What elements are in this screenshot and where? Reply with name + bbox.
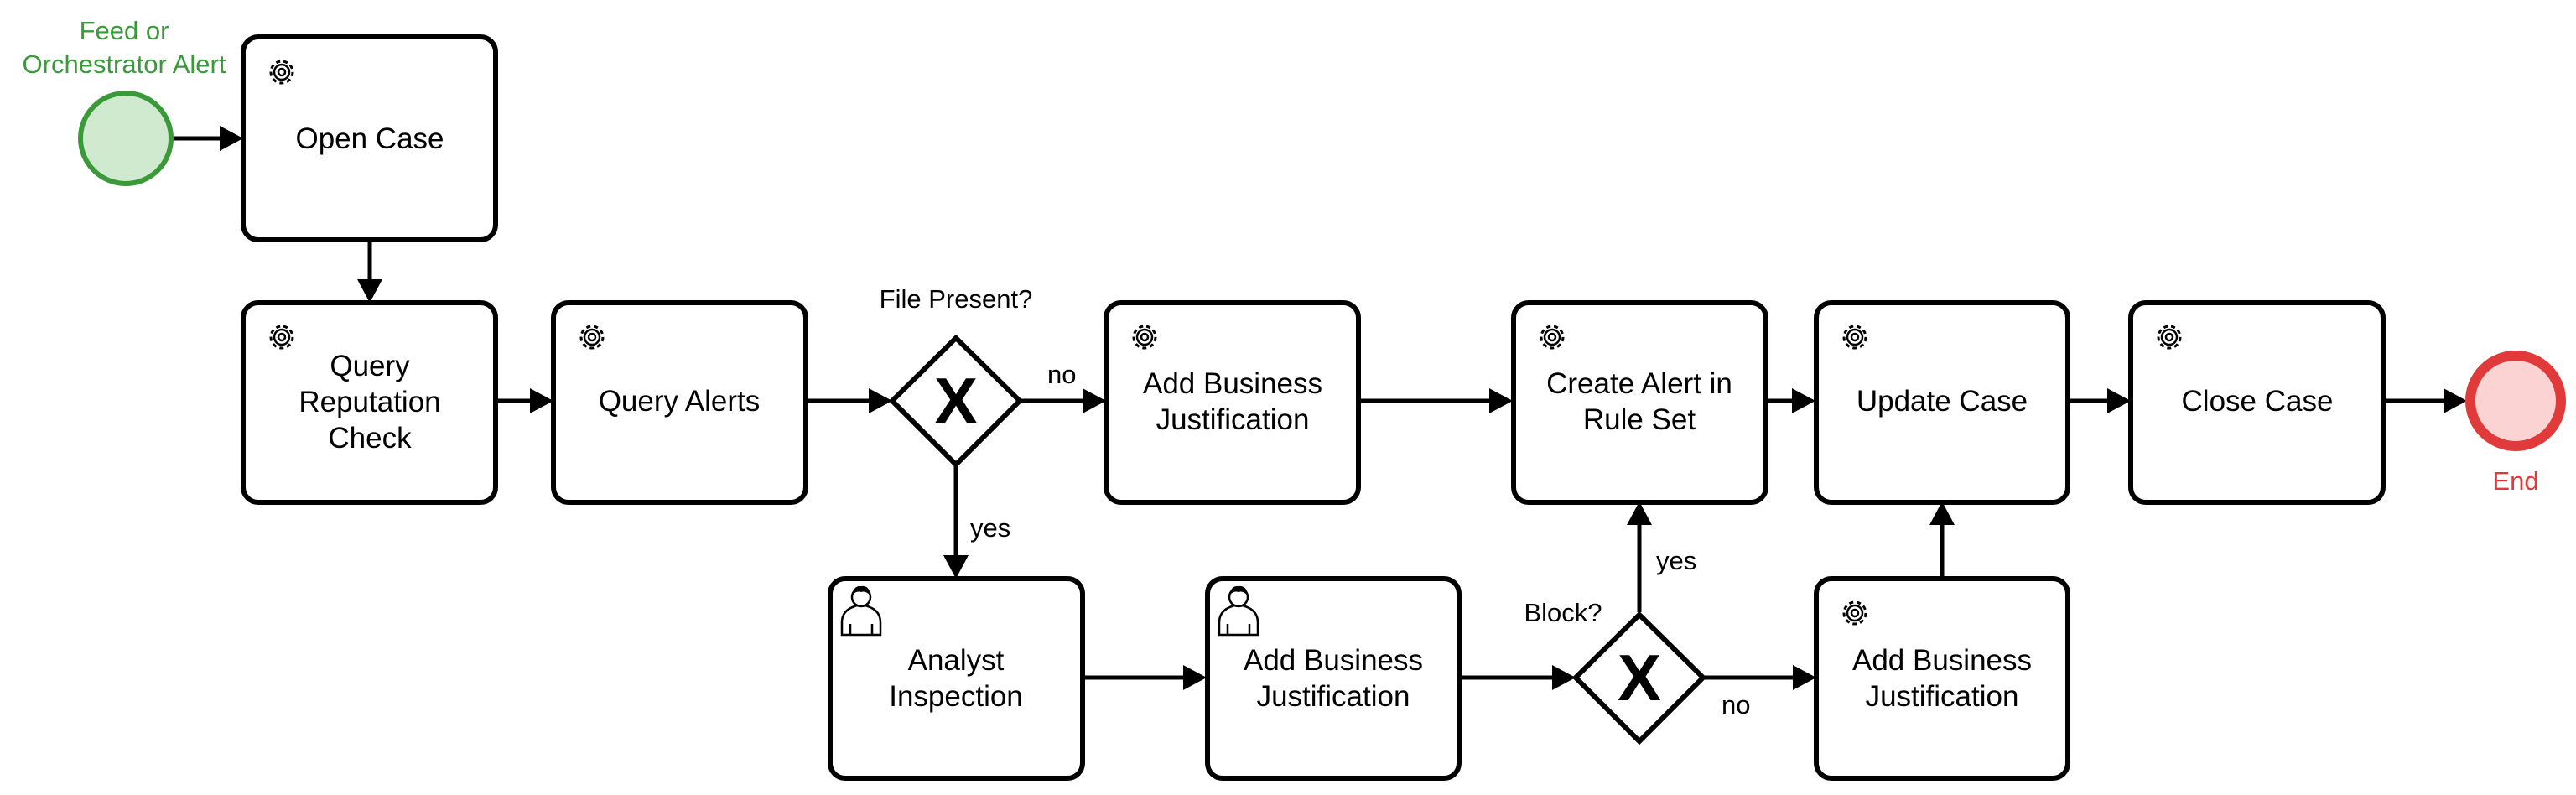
arrowhead: [357, 279, 382, 303]
start-event-label-line-1: Feed or: [80, 16, 169, 45]
end-event: End: [2465, 351, 2566, 496]
arrowhead: [1183, 665, 1207, 690]
task-box: [551, 300, 808, 505]
arrowhead: [1489, 388, 1513, 413]
task-create-alert-in-rule-set: Create Alert in Rule Set: [1511, 300, 1768, 505]
gear-icon: [269, 60, 294, 85]
gear-icon: [1842, 325, 1867, 350]
gear-icon: [269, 325, 294, 350]
gear-icon: [1540, 325, 1565, 350]
task-label: Update Case: [1857, 385, 2028, 418]
task-label-line-3: Check: [328, 422, 412, 455]
end-event-label: End: [2492, 466, 2538, 496]
task-update-case: Update Case: [1814, 300, 2070, 505]
edge-label-block-no: no: [1722, 690, 1750, 720]
start-event-label-line-2: Orchestrator Alert: [23, 49, 226, 79]
arrowhead: [1552, 665, 1576, 690]
task-box: [1205, 576, 1462, 781]
arrowhead: [2107, 388, 2131, 413]
arrowhead: [2444, 388, 2467, 413]
task-query-alerts: Query Alerts: [551, 300, 808, 505]
edge-label-file-no: no: [1047, 360, 1076, 389]
start-event: Feed or Orchestrator Alert: [23, 16, 226, 186]
task-analyst-inspection: Analyst Inspection: [828, 576, 1085, 781]
task-add-business-justification-1: Add Business Justification: [1104, 300, 1361, 505]
task-open-case: Open Case: [241, 34, 498, 242]
arrowhead: [1792, 388, 1815, 413]
task-box: [1814, 576, 2070, 781]
end-event-circle: [2465, 351, 2566, 451]
gateway-x-marker: X: [1618, 641, 1661, 714]
gear-icon: [1132, 325, 1157, 350]
arrowhead: [869, 388, 892, 413]
user-icon: [840, 585, 882, 637]
gateway-block: X Block?: [1524, 598, 1707, 746]
task-box: [241, 300, 498, 505]
arrowhead: [1627, 501, 1652, 525]
task-label-line-2: Reputation: [299, 386, 440, 418]
gateway-label: File Present?: [880, 284, 1033, 314]
gateway-x-marker: X: [934, 364, 978, 438]
task-query-reputation-check: Query Reputation Check: [241, 300, 498, 505]
task-label-line-1: Add Business: [1244, 644, 1423, 677]
arrowhead: [530, 388, 553, 413]
task-label-line-1: Add Business: [1143, 367, 1322, 400]
arrowhead: [1793, 665, 1816, 690]
task-add-business-justification-2: Add Business Justification: [1205, 576, 1462, 781]
task-label: Query Alerts: [599, 385, 761, 418]
arrowhead: [943, 555, 969, 579]
user-icon: [1218, 585, 1259, 637]
arrowhead: [220, 126, 243, 151]
arrowhead: [1929, 501, 1955, 525]
task-label-line-2: Justification: [1866, 680, 2019, 713]
gear-icon: [579, 325, 605, 350]
task-close-case: Close Case: [2128, 300, 2386, 505]
edge-label-file-yes: yes: [970, 513, 1010, 543]
task-label: Close Case: [2182, 385, 2334, 418]
task-label-line-2: Inspection: [889, 680, 1023, 713]
task-box: [1511, 300, 1768, 505]
task-label-line-1: Create Alert in: [1546, 367, 1732, 400]
edge-label-block-yes: yes: [1656, 546, 1696, 575]
gateway-label: Block?: [1524, 598, 1602, 627]
task-box: [828, 576, 1085, 781]
task-label-line-1: Add Business: [1852, 644, 2032, 677]
sequence-flows: [173, 126, 2467, 690]
task-label-line-1: Analyst: [908, 644, 1005, 677]
task-box: [1104, 300, 1361, 505]
gear-icon: [2157, 325, 2182, 350]
task-label-line-2: Rule Set: [1583, 403, 1696, 436]
task-label-line-1: Query: [330, 350, 410, 382]
gateway-diamond: [1571, 611, 1707, 746]
gateway-diamond: [888, 334, 1024, 469]
task-box: [241, 34, 498, 242]
task-box: [1814, 300, 2070, 505]
task-label-line-2: Justification: [1257, 680, 1410, 713]
task-label-line-2: Justification: [1156, 403, 1310, 436]
arrowhead: [1083, 388, 1106, 413]
gateway-file-present: X File Present?: [880, 284, 1033, 469]
task-label: Open Case: [295, 122, 444, 155]
task-add-business-justification-3: Add Business Justification: [1814, 576, 2070, 781]
gear-icon: [1842, 600, 1867, 626]
task-box: [2128, 300, 2386, 505]
start-event-circle: [78, 91, 174, 186]
